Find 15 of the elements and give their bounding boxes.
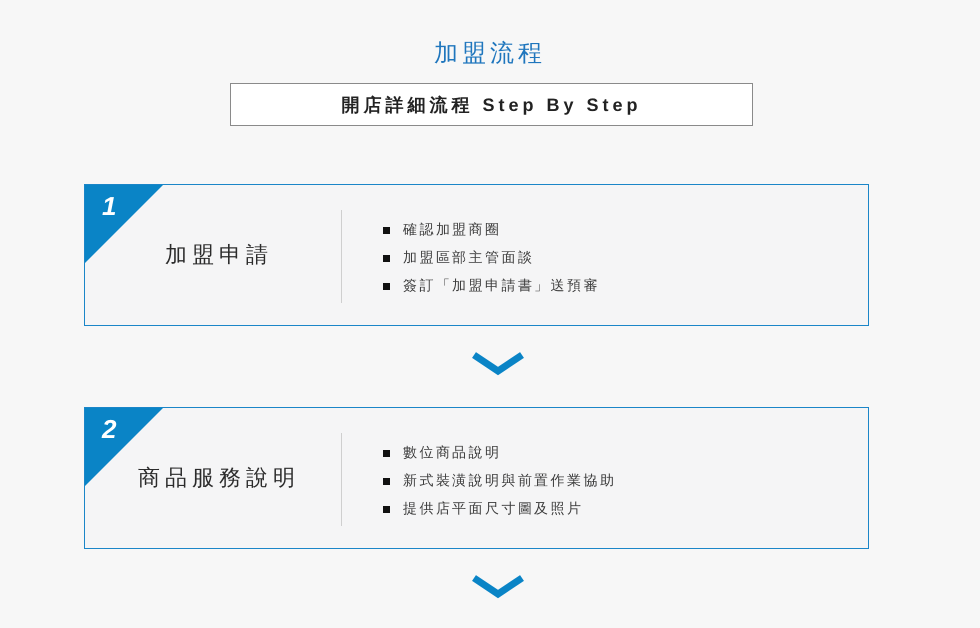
list-item: 提供店平面尺寸圖及照片 — [403, 500, 584, 518]
step-number: 1 — [102, 191, 116, 221]
list-item: 簽訂「加盟申請書」送預審 — [403, 277, 600, 295]
title: 加盟流程 — [433, 38, 547, 69]
list-item: 加盟區部主管面談 — [403, 249, 534, 267]
step-number: 2 — [102, 414, 116, 444]
list-item: 確認加盟商圈 — [403, 221, 502, 239]
step-card — [84, 184, 869, 326]
list-item: 新式裝潢說明與前置作業協助 — [403, 472, 616, 490]
step-title: 加盟申請 — [165, 242, 273, 270]
step-card — [84, 407, 869, 549]
step-title: 商品服務說明 — [138, 465, 300, 493]
list-item: 數位商品說明 — [403, 444, 502, 462]
subtitle-banner — [230, 83, 753, 126]
subtitle: 開店詳細流程 Step By Step — [341, 94, 642, 116]
